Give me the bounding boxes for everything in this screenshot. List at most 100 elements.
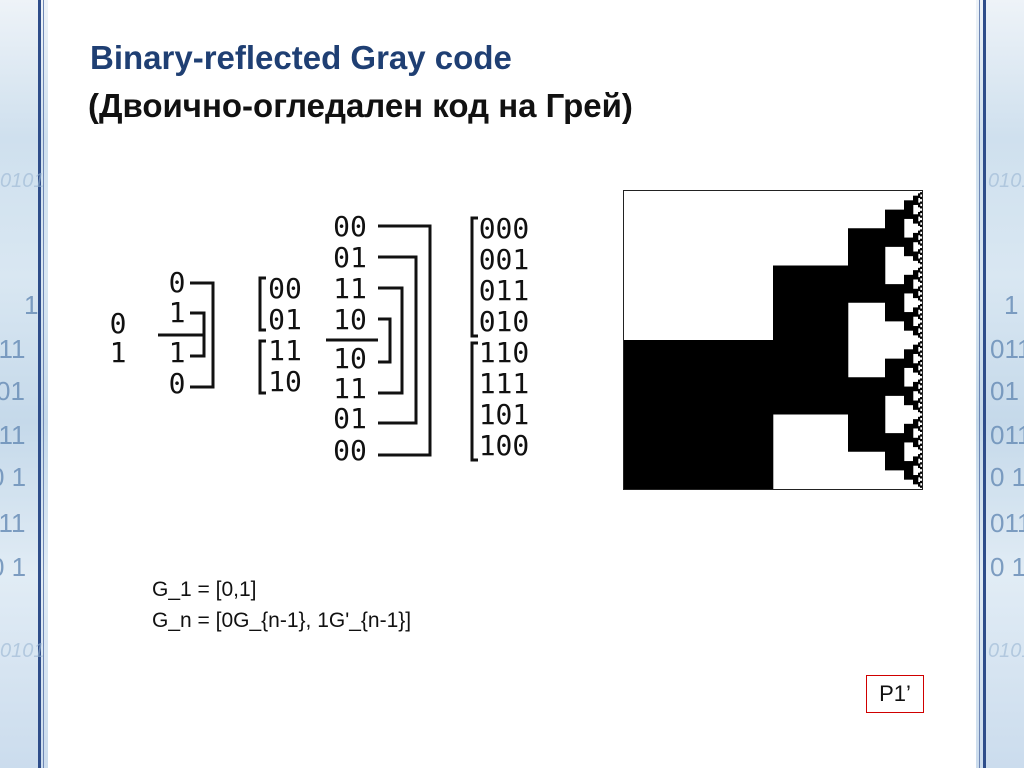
slide-badge: P1’ xyxy=(866,675,924,713)
bit-run xyxy=(918,295,921,301)
bit-run xyxy=(920,262,922,265)
bit-run xyxy=(920,485,922,488)
col3-code: 00 xyxy=(268,272,302,305)
bit-run xyxy=(920,345,922,349)
left-band-digit: 0101 xyxy=(0,170,45,192)
bit-run xyxy=(918,370,921,375)
right-band-digit: 0 1 xyxy=(990,462,1024,492)
bit-run xyxy=(918,416,921,422)
bit-run xyxy=(920,448,922,451)
left-band-digit: 01 xyxy=(0,376,25,406)
bit-run xyxy=(913,363,919,373)
bit-run xyxy=(920,406,922,409)
bit-run xyxy=(920,434,922,437)
bit-run xyxy=(918,426,921,431)
left-band-digit: 011 xyxy=(0,508,26,538)
bit-run xyxy=(918,211,921,217)
bit-run xyxy=(920,480,922,484)
col5-code: 100 xyxy=(479,429,530,462)
left-band-digit: 011 xyxy=(0,334,26,364)
bit-run xyxy=(920,206,922,209)
formula-recursive-case: G_n = [0G_{n-1}, 1G'_{n-1}] xyxy=(152,609,412,632)
bit-run xyxy=(920,285,922,288)
bit-run xyxy=(913,195,919,205)
bit-run xyxy=(920,215,922,218)
bit-run xyxy=(920,294,922,297)
col4-code: 00 xyxy=(333,210,367,243)
bit-run xyxy=(885,209,905,247)
bit-run xyxy=(920,341,922,344)
right-band-digit: 011 xyxy=(990,334,1024,364)
col5-code: 000 xyxy=(479,212,530,245)
col5-code: 111 xyxy=(479,367,530,400)
reflection-bracket xyxy=(378,317,392,364)
bit-run xyxy=(920,364,922,367)
bit-run xyxy=(920,359,922,363)
bit-run xyxy=(904,200,914,219)
right-band-thin-rule xyxy=(979,0,980,768)
right-band-digit: 01 xyxy=(990,376,1019,406)
right-band-digit: 011 xyxy=(990,508,1024,538)
bit-run xyxy=(920,243,922,246)
bit-run xyxy=(918,407,921,413)
bit-run xyxy=(920,322,922,325)
bit-run xyxy=(920,466,922,470)
reflection-bracket xyxy=(378,255,418,425)
bit-run xyxy=(913,344,919,354)
bit-run xyxy=(885,433,905,471)
bit-run xyxy=(918,379,921,385)
bit-run xyxy=(920,271,922,274)
bit-run xyxy=(920,248,922,251)
right-band-digit: 0101 xyxy=(988,640,1024,662)
bit-run xyxy=(913,288,919,299)
reflection-bracket xyxy=(190,281,215,389)
bit-run xyxy=(920,238,922,242)
bit-run xyxy=(920,257,922,260)
bit-run xyxy=(904,423,914,443)
bit-run xyxy=(920,196,922,200)
col1-code: 1 xyxy=(110,336,127,369)
bit-run xyxy=(918,342,921,347)
bit-run xyxy=(913,437,919,448)
bit-run xyxy=(920,336,922,339)
bit-run xyxy=(773,265,849,415)
bit-run xyxy=(885,284,905,322)
left-band-digit: 0101 xyxy=(0,640,45,662)
bit-run xyxy=(918,472,921,478)
bit-run xyxy=(920,452,922,456)
right-band-rule xyxy=(983,0,986,768)
col4-code: 11 xyxy=(333,372,367,405)
bit-run xyxy=(920,355,922,358)
bit-run xyxy=(918,202,921,208)
gray-code-reflection-diagram: 0 1 0 1 1 0 00 01 11 10 00 01 11 10 10 1… xyxy=(110,210,530,467)
bit-run xyxy=(904,312,914,331)
bit-run xyxy=(913,475,919,485)
bit-run xyxy=(920,443,922,446)
bit-run xyxy=(918,435,921,441)
bit-run xyxy=(918,323,921,329)
bit-run xyxy=(913,232,919,243)
bit-run xyxy=(885,358,905,396)
bit-run xyxy=(920,397,922,400)
bit-run xyxy=(920,383,922,386)
bit-run xyxy=(918,482,921,487)
bit-run xyxy=(918,351,921,357)
bit-run xyxy=(920,201,922,204)
bit-run xyxy=(920,471,922,474)
col1-code: 0 xyxy=(110,307,127,340)
bit-run xyxy=(920,429,922,432)
bit-run xyxy=(920,327,922,330)
bit-run xyxy=(904,274,914,294)
left-band-digit: 0 1 xyxy=(0,552,27,582)
bit-run xyxy=(920,266,922,269)
bit-run xyxy=(920,299,922,302)
bit-run xyxy=(913,400,919,410)
bit-run xyxy=(920,229,922,232)
col4-code: 10 xyxy=(333,303,367,336)
bit-run xyxy=(904,461,914,480)
bit-run xyxy=(920,234,922,237)
bit-run xyxy=(920,392,922,395)
col5-code: 101 xyxy=(479,398,530,431)
bit-run xyxy=(913,251,919,261)
right-band-digit: 0 1 xyxy=(990,552,1024,582)
